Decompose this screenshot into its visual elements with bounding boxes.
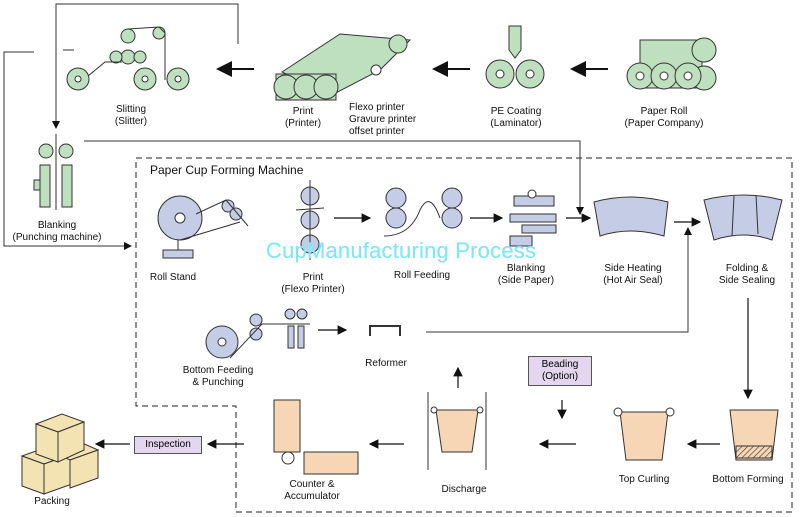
printer-types-label: Flexo printer Gravure printer offset pri… [349, 102, 417, 137]
reformer-icon [369, 325, 401, 336]
folding-icon [703, 194, 783, 241]
packing-boxes-icon [20, 413, 100, 495]
side-heating-icon [593, 196, 669, 237]
punching-machine-icon [33, 134, 74, 210]
machine-boundary [135, 157, 793, 513]
pe-coating-label: PE Coating (Laminator) [490, 106, 542, 129]
roll-stand-icon [157, 195, 249, 259]
side-heating-label: Side Heating (Hot Air Seal) [603, 263, 663, 286]
watermark: CupManufacturing Process [266, 238, 537, 263]
blanking-side-label: Blanking (Side Paper) [497, 263, 555, 286]
beading-tag: Beading (Option) [528, 356, 592, 386]
roll-feeding-icon [383, 187, 463, 237]
flexo-printer-icon [295, 180, 325, 260]
roll-feeding-label: Roll Feeding [393, 270, 451, 281]
top-curling-cup-icon [613, 407, 675, 461]
slitter-icon [66, 26, 190, 91]
line-printer-return [52, 3, 239, 129]
counter-icon [273, 399, 359, 475]
folding-label: Folding & Side Sealing [718, 263, 776, 286]
roll-stand-label: Roll Stand [149, 272, 197, 283]
line-reformer-to-folding [426, 227, 692, 333]
bottom-forming-label: Bottom Forming [712, 474, 784, 485]
discharge-icon [427, 392, 487, 470]
laminator-icon [485, 25, 545, 89]
line-left-to-rollstand [3, 51, 132, 250]
bottom-feeding-label: Bottom Feeding & Punching [182, 365, 254, 388]
paper-roll-icon [626, 37, 717, 91]
machine-title: Paper Cup Forming Machine [150, 163, 304, 177]
bottom-forming-cup-icon [729, 409, 779, 461]
packing-label: Packing [34, 496, 70, 507]
counter-label: Counter & Accumulator [284, 479, 340, 502]
side-blanking-icon [509, 189, 557, 247]
blanking-label: Blanking (Punching machine) [12, 220, 102, 243]
paper-roll-label: Paper Roll (Paper Company) [624, 106, 704, 129]
top-curling-label: Top Curling [618, 474, 670, 485]
discharge-label: Discharge [441, 484, 487, 495]
line-blank-to-heating [84, 140, 584, 215]
slitting-label: Slitting (Slitter) [114, 104, 148, 127]
reformer-label: Reformer [365, 358, 407, 369]
bottom-feeding-icon [205, 308, 310, 359]
printer-icon [273, 33, 412, 101]
inspection-tag: Inspection [134, 436, 202, 454]
print-flexo-label: Print (Flexo Printer) [281, 272, 345, 295]
print-label: Print (Printer) [284, 106, 322, 129]
